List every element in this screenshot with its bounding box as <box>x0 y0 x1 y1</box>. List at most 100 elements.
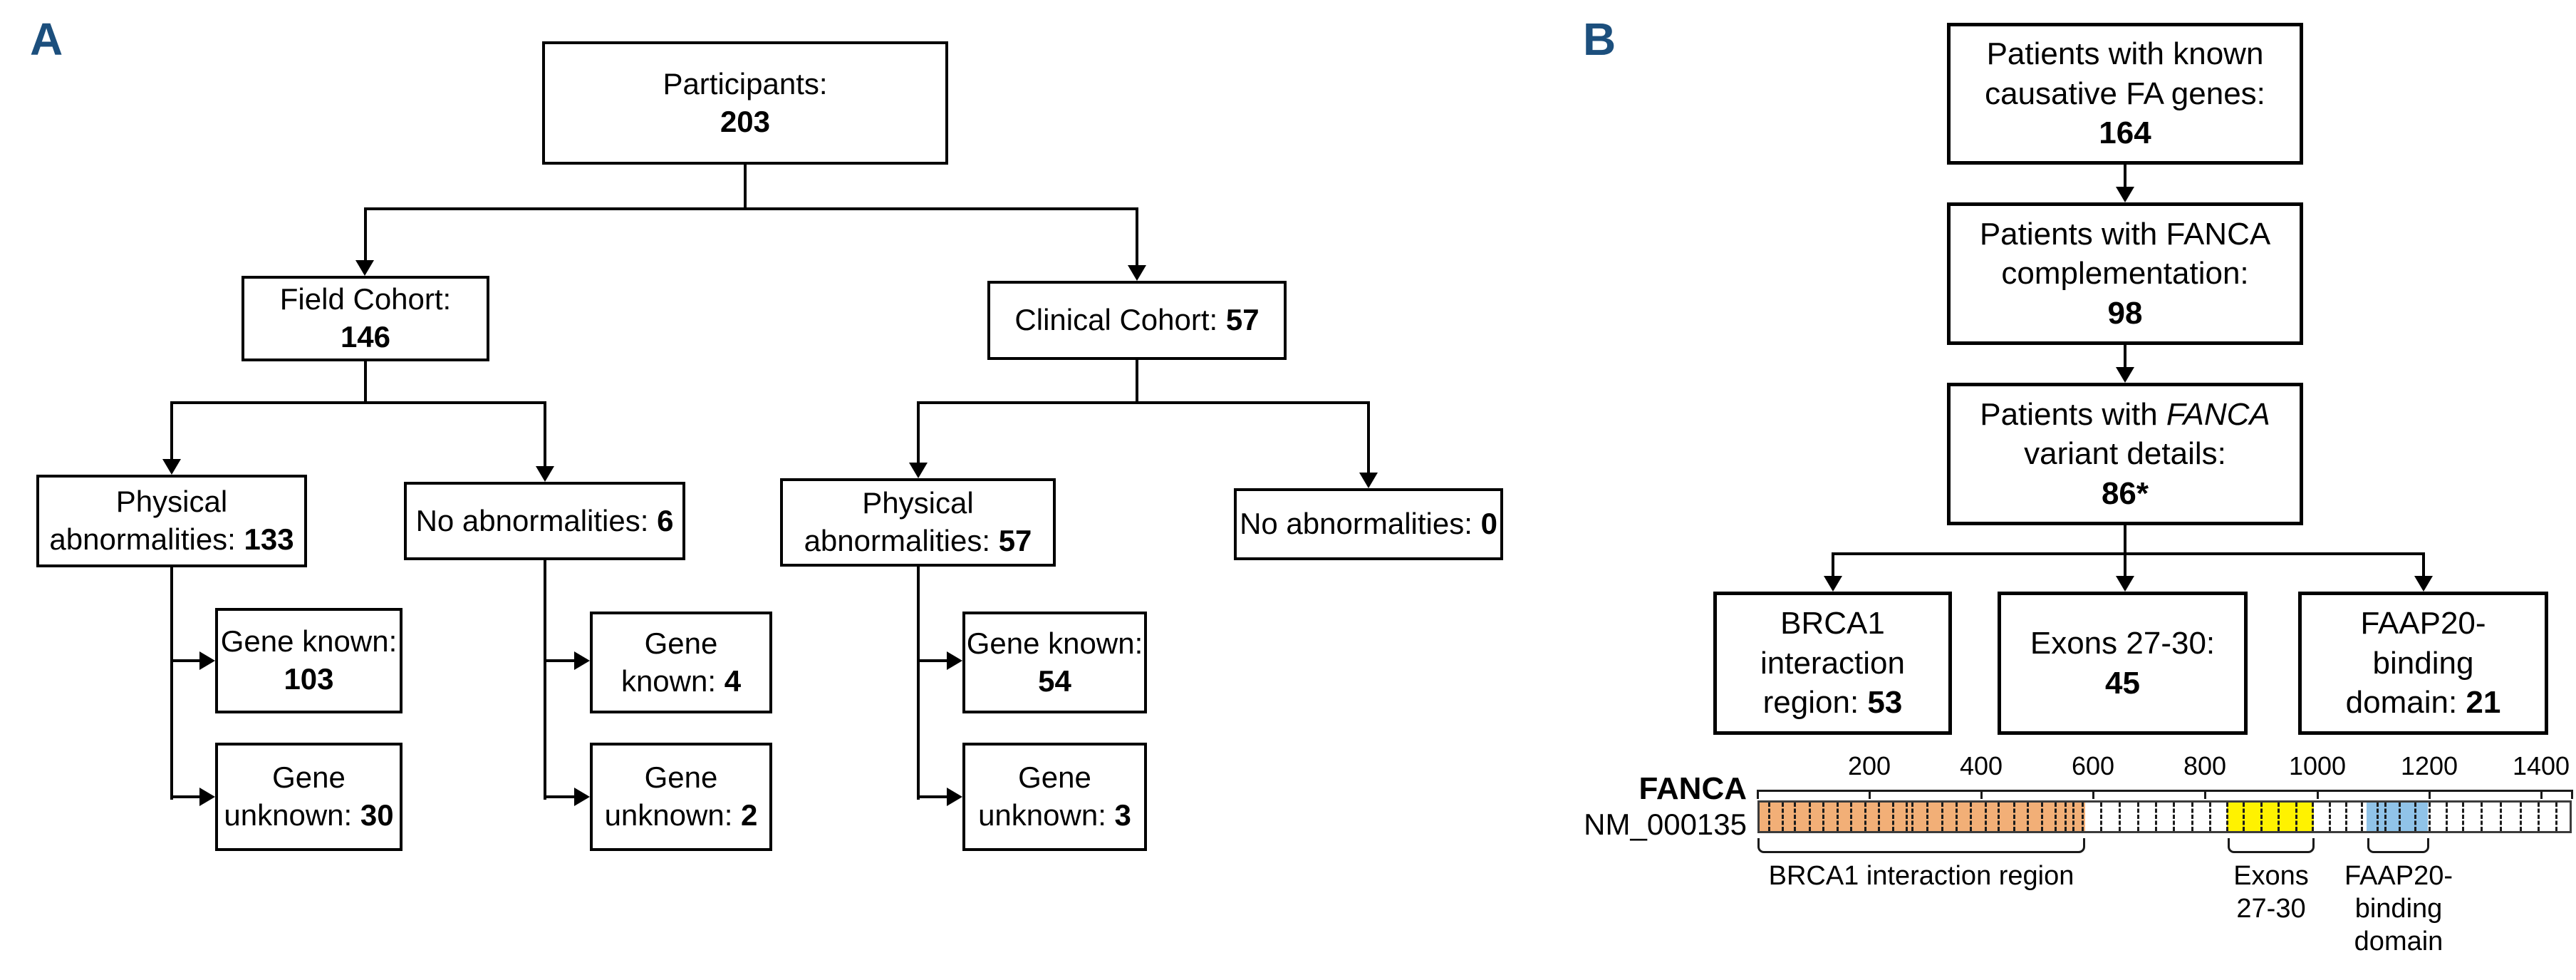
exon-boundary-line <box>1926 803 1928 831</box>
connector-line <box>917 401 1370 404</box>
axis-tick-label: 1200 <box>2400 751 2458 780</box>
panel-b-label: B <box>1583 14 1616 65</box>
exon-boundary-line <box>2027 803 2029 831</box>
axis-tick <box>1869 790 1871 799</box>
exon-boundary-line <box>1837 803 1839 831</box>
axis-tick-label: 200 <box>1847 751 1891 780</box>
exon-boundary-line <box>2137 803 2139 831</box>
count-value: 146 <box>340 320 391 354</box>
exon-boundary-line <box>1985 803 1987 831</box>
connector-line <box>364 207 367 262</box>
label-text: Field Cohort: <box>279 282 452 316</box>
arrowhead-right <box>947 651 962 670</box>
arrowhead-right <box>947 788 962 806</box>
label-text: Participants: <box>663 66 828 100</box>
box-text-line: known: 4 <box>621 663 741 701</box>
connector-line <box>172 795 201 798</box>
connector-line <box>744 165 747 210</box>
box-gene-known-54: Gene known:54 <box>962 612 1147 713</box>
arrowhead-down <box>2116 187 2134 202</box>
label-text: Exons 27-30: <box>2030 626 2216 661</box>
exon-boundary-line <box>2345 803 2347 831</box>
gene-bar <box>1757 800 2572 833</box>
count-value: 21 <box>2466 685 2501 721</box>
box-text-line: FAAP20- <box>2360 604 2486 643</box>
connector-line <box>2422 552 2425 579</box>
exon-boundary-line <box>1906 803 1908 831</box>
count-value: 103 <box>284 662 334 696</box>
exon-boundary-line <box>2100 803 2102 831</box>
exon-boundary-line <box>2555 803 2557 831</box>
count-value: 3 <box>1114 798 1131 832</box>
box-text-line: Gene <box>272 759 346 797</box>
arrowhead-right <box>574 788 590 806</box>
axis-tick-label: 1400 <box>2512 751 2570 780</box>
exon-boundary-line <box>1878 803 1880 831</box>
axis-tick-label: 1000 <box>2288 751 2347 780</box>
exon-boundary-line <box>2384 803 2387 831</box>
ruler-axis-line <box>1757 790 2572 792</box>
arrowhead-down <box>2414 576 2433 592</box>
count-value: 164 <box>2099 115 2151 151</box>
domain-caption-brca1: BRCA1 interaction region <box>1743 860 2099 892</box>
arrowhead-down <box>2116 576 2134 592</box>
domain-bracket-faap20 <box>2367 838 2429 853</box>
box-text-line: No abnormalities: 0 <box>1240 505 1497 543</box>
count-value: 6 <box>657 503 674 537</box>
arrowhead-right <box>199 788 215 806</box>
label-text: unknown: <box>604 798 742 832</box>
arrowhead-down <box>2116 367 2134 383</box>
box-text-line: Physical <box>116 483 227 521</box>
connector-line <box>1832 552 2425 555</box>
box-no-abnormalities-6: No abnormalities: 6 <box>404 482 685 560</box>
exon-boundary-line <box>2329 803 2331 831</box>
connector-line <box>1136 207 1138 267</box>
box-text-line: No abnormalities: 6 <box>416 502 674 540</box>
count-value: 203 <box>720 104 771 138</box>
count-value: 54 <box>1038 664 1071 698</box>
box-text-line: unknown: 2 <box>605 797 758 835</box>
exon-boundary-line <box>2377 803 2379 831</box>
exon-boundary-line <box>2414 803 2416 831</box>
box-text-line: Gene known: <box>221 623 398 661</box>
arrowhead-right <box>574 651 590 670</box>
exon-boundary-line <box>2429 803 2431 831</box>
count-value: 45 <box>2105 665 2140 701</box>
exon-boundary-line <box>1794 803 1796 831</box>
connector-line <box>2124 165 2126 190</box>
gene-name-italic: FANCA <box>2166 396 2270 432</box>
box-text-line: 203 <box>720 103 770 141</box>
axis-tick <box>1757 790 1759 799</box>
count-value: 30 <box>360 798 394 832</box>
box-text-line: Gene <box>1018 759 1091 797</box>
box-text-line: abnormalities: 133 <box>49 521 294 559</box>
box-text-line: unknown: 30 <box>224 797 393 835</box>
exon-boundary-line <box>2082 803 2084 831</box>
box-text-line: Gene <box>645 759 718 797</box>
axis-tick <box>1980 790 1983 799</box>
exon-boundary-line <box>1998 803 2000 831</box>
exon-boundary-line <box>1970 803 1972 831</box>
box-text-line: 54 <box>1038 663 1071 701</box>
label-text: Gene <box>1018 760 1091 795</box>
box-text-line: 164 <box>2099 113 2151 153</box>
label-text: Gene known: <box>220 624 398 659</box>
exon-boundary-line <box>2312 803 2314 831</box>
exon-boundary-line <box>1809 803 1811 831</box>
label-text: Physical <box>115 485 228 519</box>
exon-boundary-line <box>2119 803 2121 831</box>
exon-boundary-line <box>2041 803 2043 831</box>
axis-tick-label: 400 <box>1959 751 2003 780</box>
label-text: unknown: <box>978 798 1115 832</box>
exon-boundary-line <box>1892 803 1894 831</box>
connector-line <box>170 401 173 460</box>
box-no-abnormalities-0: No abnormalities: 0 <box>1234 488 1503 560</box>
exon-boundary-line <box>2013 803 2015 831</box>
